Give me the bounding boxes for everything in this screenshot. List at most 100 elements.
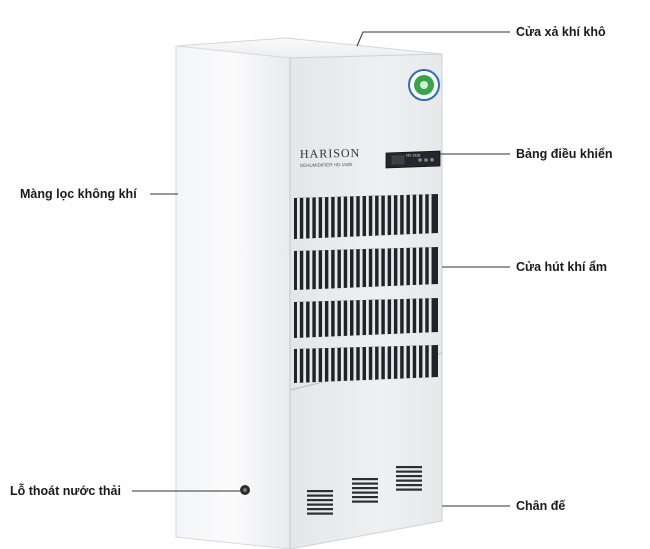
grille-slat	[397, 248, 401, 288]
grille-slat	[378, 299, 382, 336]
grille-slat	[347, 196, 351, 238]
grille-slat	[428, 345, 432, 380]
vent-slat	[352, 478, 378, 481]
grille-slat	[378, 248, 382, 288]
grille-slat	[372, 299, 376, 336]
grille-slat	[391, 248, 394, 288]
grille-slat	[315, 348, 319, 383]
grille-slat	[347, 347, 351, 382]
grille-slat	[340, 300, 344, 337]
grille-slat	[378, 346, 382, 381]
grille-slat	[322, 250, 325, 290]
grille-slat	[315, 301, 319, 338]
callout-drain-hole: Lỗ thoát nước thải	[10, 484, 121, 498]
grille-slat	[403, 247, 407, 287]
grille-slat	[303, 301, 307, 338]
grille-slat	[372, 195, 376, 237]
grille-slat	[328, 250, 332, 290]
callout-humid-air-inlet: Cửa hút khí ẩm	[516, 260, 608, 274]
grille-slat	[334, 300, 338, 337]
grille-slat	[372, 346, 376, 381]
power-button-icon	[418, 158, 422, 162]
grille-slat	[384, 248, 388, 288]
grille-slat	[428, 247, 432, 287]
grille-slat	[334, 196, 338, 238]
grille-slat	[328, 348, 332, 383]
grille-slat	[353, 196, 357, 238]
vent-slat	[396, 479, 422, 482]
vent-slat	[396, 475, 422, 478]
vent-slat	[396, 488, 422, 491]
grille-slat	[322, 301, 325, 338]
grille-slat	[391, 195, 394, 237]
grille-slat	[384, 195, 388, 237]
grille-slat	[303, 250, 307, 290]
vent-slat	[352, 496, 378, 499]
grille-slat	[428, 298, 432, 335]
grille-slat	[340, 347, 344, 382]
brand-logo: HARISON	[300, 146, 361, 161]
grille-slat	[303, 348, 307, 383]
callout-base: Chân đế	[516, 499, 566, 513]
drain-fitting-icon	[240, 485, 250, 495]
grille-slat	[428, 194, 432, 236]
grille-slat	[309, 197, 313, 239]
vent-slat	[307, 503, 333, 506]
grille-slat	[403, 298, 407, 335]
callout-air-filter: Màng lọc không khí	[20, 187, 137, 201]
grille-slat	[315, 197, 319, 239]
intake-grille	[294, 194, 438, 383]
grille-slat	[422, 194, 426, 236]
callout-control-panel: Bảng điều khiển	[516, 147, 613, 161]
grille-slat	[409, 194, 413, 236]
grille-slat	[409, 345, 413, 380]
grille-slat	[353, 249, 357, 289]
grille-slat	[309, 301, 313, 338]
grille-slat	[340, 249, 344, 289]
grille-slat	[384, 299, 388, 336]
grille-slat	[403, 345, 407, 380]
panel-model-text: HD-192B	[406, 154, 421, 158]
vent-slat	[352, 500, 378, 503]
vent-slat	[396, 470, 422, 473]
grille-slat	[309, 250, 313, 290]
bottom-vents	[307, 466, 422, 515]
grille-slat	[422, 247, 426, 287]
grille-slat	[391, 346, 394, 381]
grille-slat	[322, 348, 325, 383]
grille-slat	[359, 196, 363, 238]
grille-slat	[366, 347, 369, 381]
side-panel	[175, 45, 291, 549]
leader-line-dry-air-outlet	[356, 31, 510, 47]
grille-slat	[397, 299, 401, 336]
grille-slat	[366, 249, 369, 288]
grille-slat	[297, 301, 300, 338]
vent-slat	[352, 487, 378, 490]
grille-slat	[334, 249, 338, 289]
grille-slat	[359, 249, 363, 289]
grille-slat	[303, 197, 307, 239]
grille-slat	[409, 247, 413, 287]
grille-slat	[366, 300, 369, 336]
grille-slat	[391, 299, 394, 336]
vent-slat	[307, 490, 333, 493]
grille-slat	[297, 348, 300, 383]
grille-slat	[359, 300, 363, 337]
grille-slat	[416, 298, 420, 335]
grille-slat	[372, 248, 376, 288]
callout-dry-air-outlet: Cửa xả khí khô	[516, 25, 606, 39]
grille-slat	[353, 347, 357, 382]
grille-slat	[340, 196, 344, 238]
grille-slat	[378, 195, 382, 237]
grille-slat	[384, 346, 388, 381]
grille-slat	[366, 196, 369, 237]
brand-subline: DEHUMIDIFIER HD-192B	[300, 162, 352, 168]
grille-slat	[422, 345, 426, 380]
grille-slat	[397, 195, 401, 237]
vent-slat	[396, 466, 422, 469]
grille-slat	[409, 298, 413, 335]
vent-slat	[352, 482, 378, 485]
vent-slat	[396, 484, 422, 487]
vent-slat	[352, 491, 378, 494]
